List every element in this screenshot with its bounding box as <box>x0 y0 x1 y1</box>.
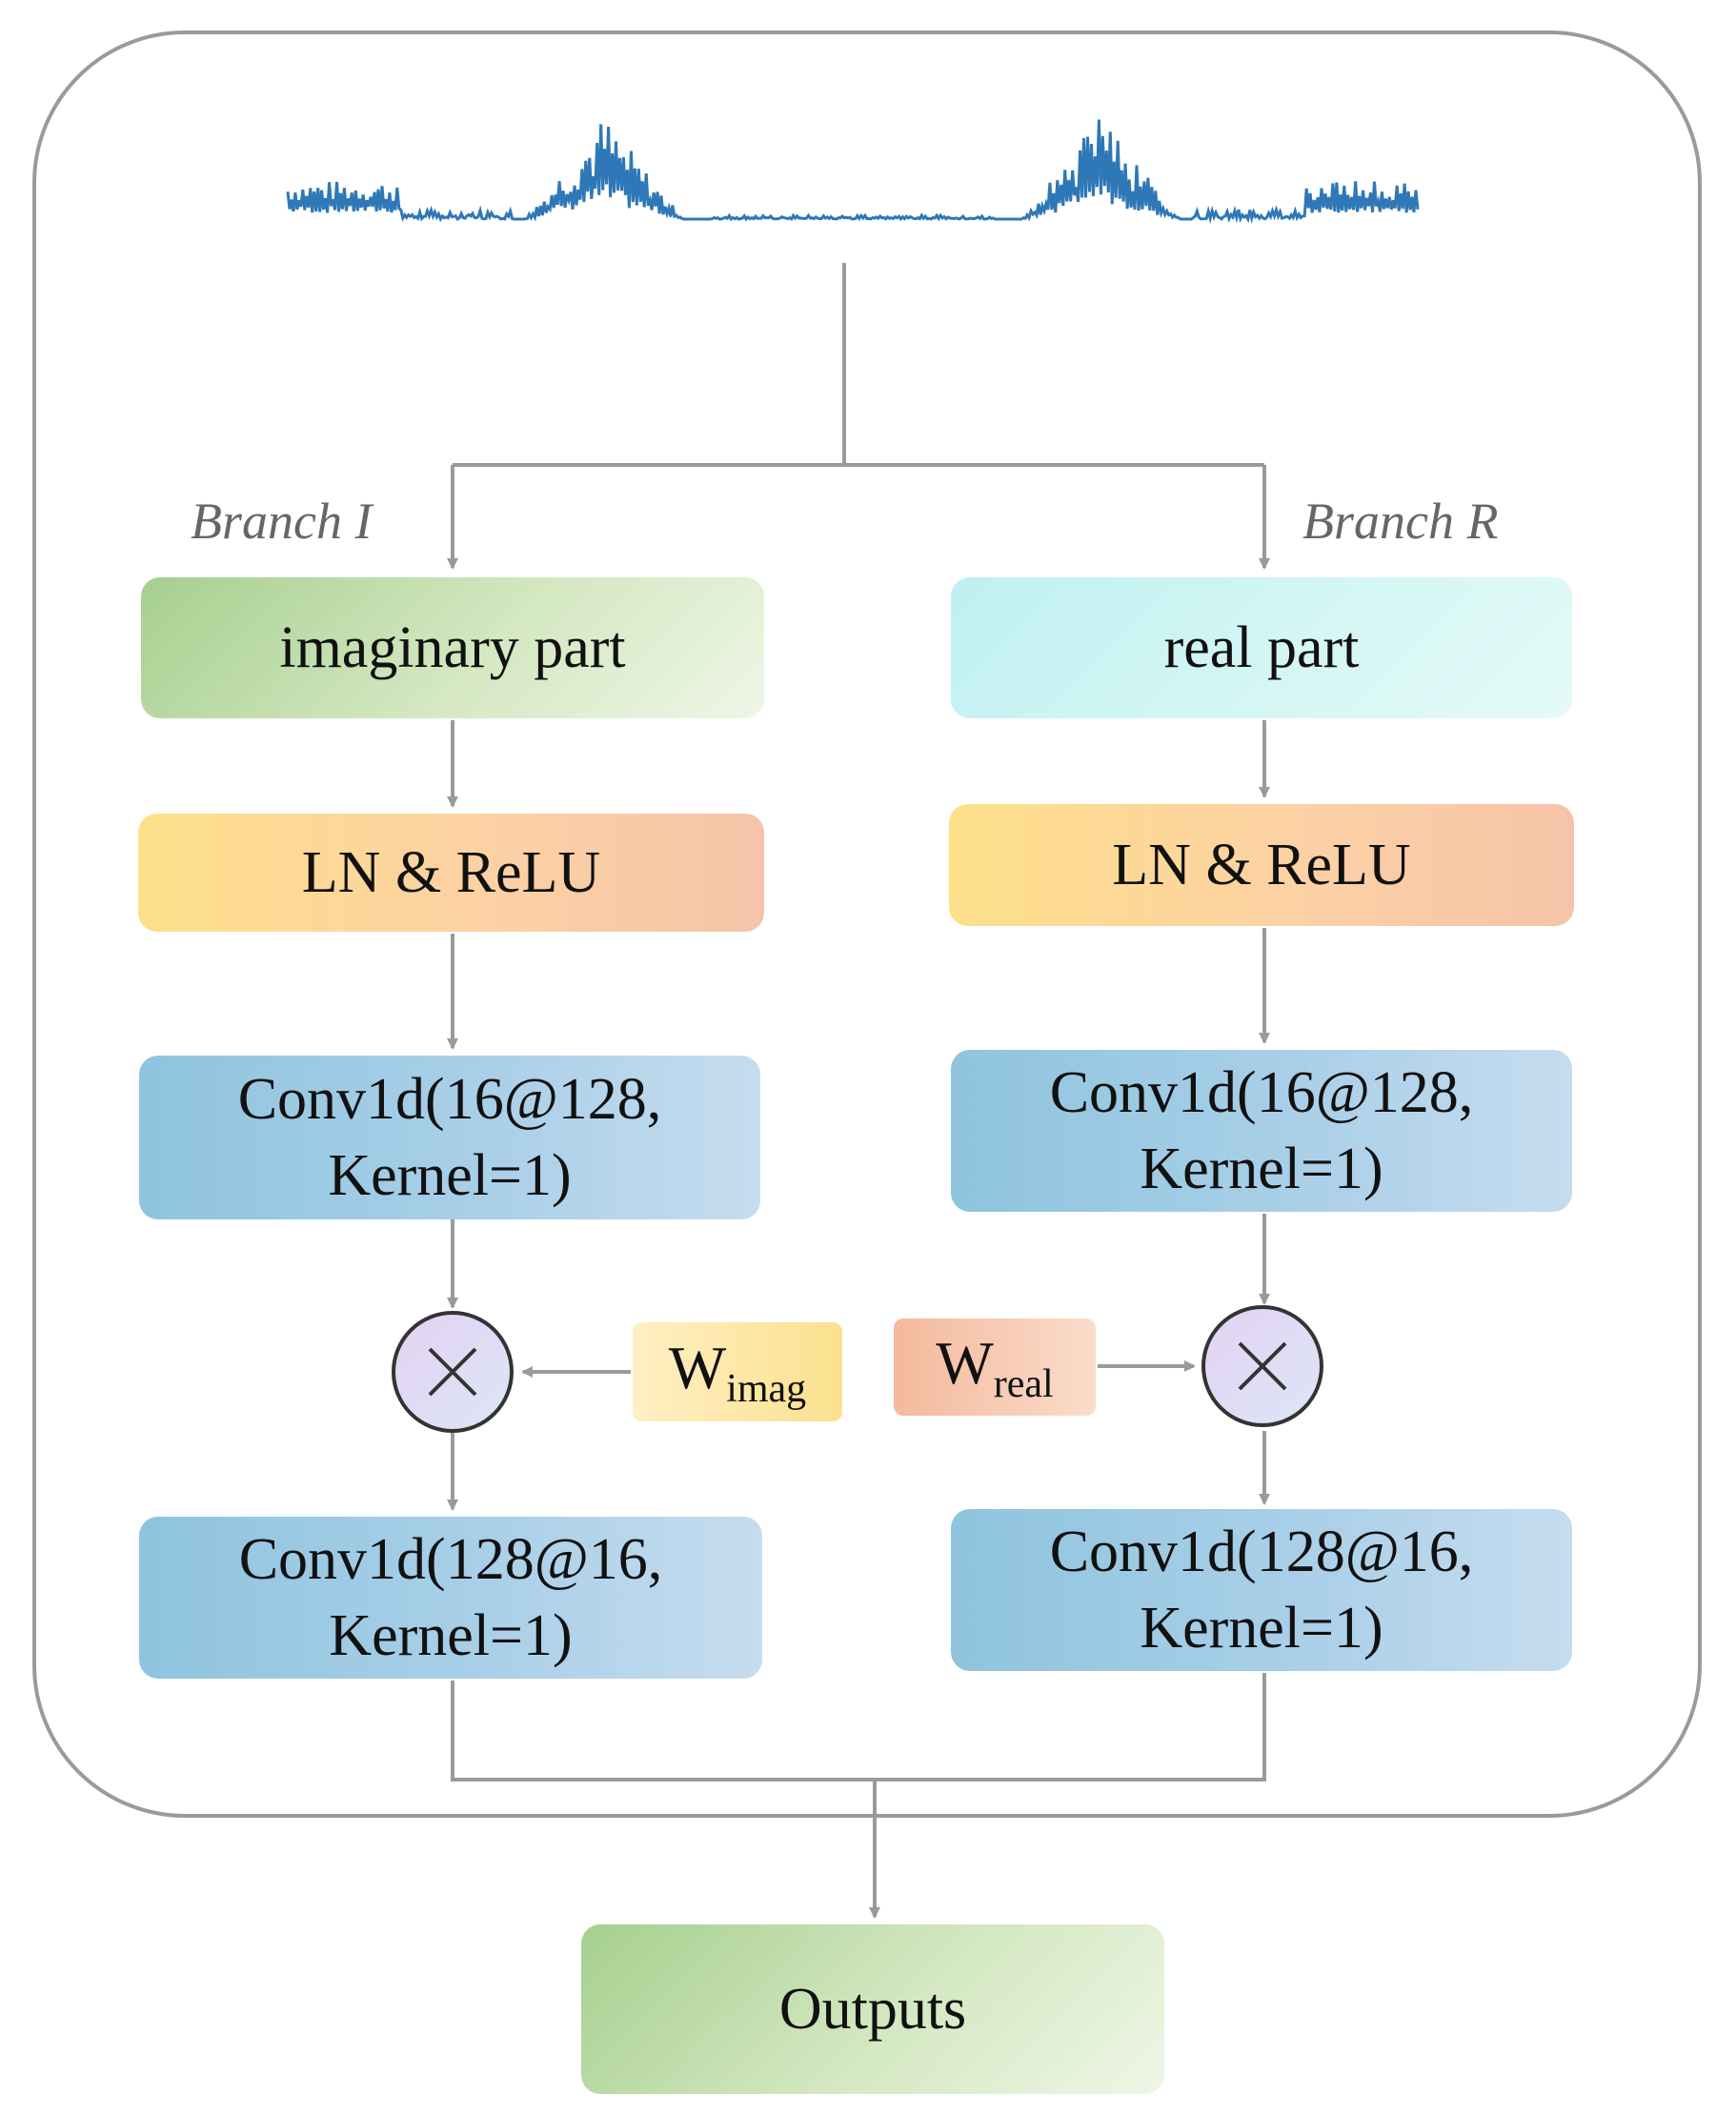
w-real-label: Wreal <box>936 1328 1054 1406</box>
conv1-block-right: Conv1d(16@128, Kernel=1) <box>951 1050 1572 1212</box>
ln-relu-label-right: LN & ReLU <box>1112 833 1411 897</box>
merge-line <box>451 1673 1266 1782</box>
real-part-block: real part <box>951 577 1572 718</box>
conv1-label-left: Conv1d(16@128, Kernel=1) <box>237 1067 662 1208</box>
branch-i-label: Branch I <box>191 493 373 550</box>
branch-r-label: Branch R <box>1302 493 1499 550</box>
real-part-label: real part <box>1163 615 1360 680</box>
ln-relu-label-left: LN & ReLU <box>301 840 601 905</box>
w-real-block: Wreal <box>894 1319 1096 1416</box>
imaginary-part-block: imaginary part <box>141 577 764 718</box>
module-frame <box>32 30 1702 1818</box>
multiply-node-right <box>1201 1305 1323 1427</box>
imaginary-part-label: imaginary part <box>279 615 626 680</box>
conv2-label-right: Conv1d(128@16, Kernel=1) <box>1049 1520 1474 1661</box>
conv1-label-right: Conv1d(16@128, Kernel=1) <box>1049 1060 1474 1201</box>
outputs-label: Outputs <box>778 1977 967 2042</box>
outputs-block: Outputs <box>581 1924 1164 2094</box>
multiply-icon <box>1238 1341 1287 1391</box>
ln-relu-block-right: LN & ReLU <box>949 804 1574 926</box>
conv2-label-left: Conv1d(128@16, Kernel=1) <box>238 1527 663 1668</box>
multiply-node-left <box>392 1311 514 1433</box>
conv2-block-left: Conv1d(128@16, Kernel=1) <box>139 1517 762 1679</box>
w-imag-block: Wimag <box>633 1322 842 1421</box>
w-imag-label: Wimag <box>668 1333 807 1411</box>
ln-relu-block-left: LN & ReLU <box>138 814 764 932</box>
conv2-block-right: Conv1d(128@16, Kernel=1) <box>951 1509 1572 1671</box>
conv1-block-left: Conv1d(16@128, Kernel=1) <box>139 1056 760 1219</box>
multiply-icon <box>428 1347 477 1397</box>
